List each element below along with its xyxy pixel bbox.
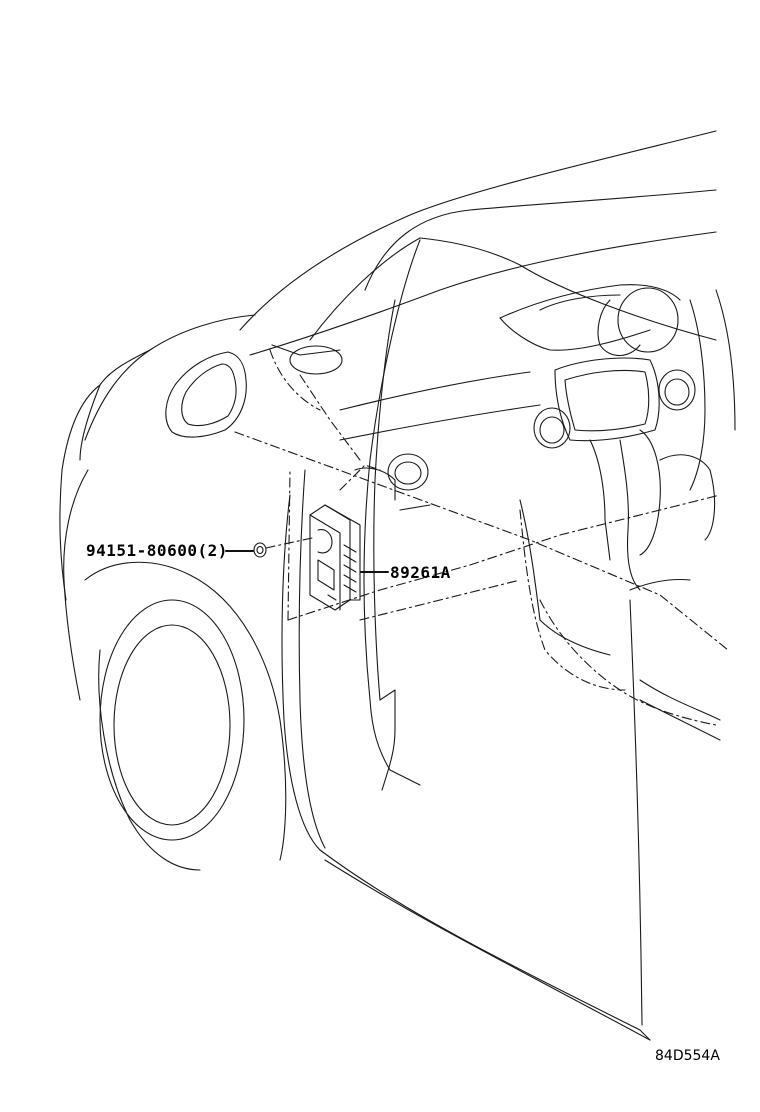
side-mirror [165, 351, 247, 438]
callout-nut-part-number: 94151-80600(2) [86, 543, 228, 559]
callout-ecu-part-number: 89261A [390, 565, 451, 581]
nut-fastener [253, 542, 267, 558]
part-number-text: 89261A [390, 563, 451, 582]
front-wheel [84, 561, 287, 871]
dashboard [271, 284, 736, 741]
ecu-module [309, 504, 361, 611]
leader-line-nut-to-ecu [265, 537, 313, 549]
door-outline [281, 469, 651, 1041]
roof-outline [239, 130, 717, 356]
a-pillar-trim [354, 239, 421, 791]
drawing-id: 84D554A [655, 1048, 720, 1064]
front-body-outline [59, 314, 256, 701]
part-number-text: 94151-80600 [86, 541, 198, 560]
hidden-lines [234, 349, 729, 726]
quantity-text: (2) [197, 541, 228, 560]
